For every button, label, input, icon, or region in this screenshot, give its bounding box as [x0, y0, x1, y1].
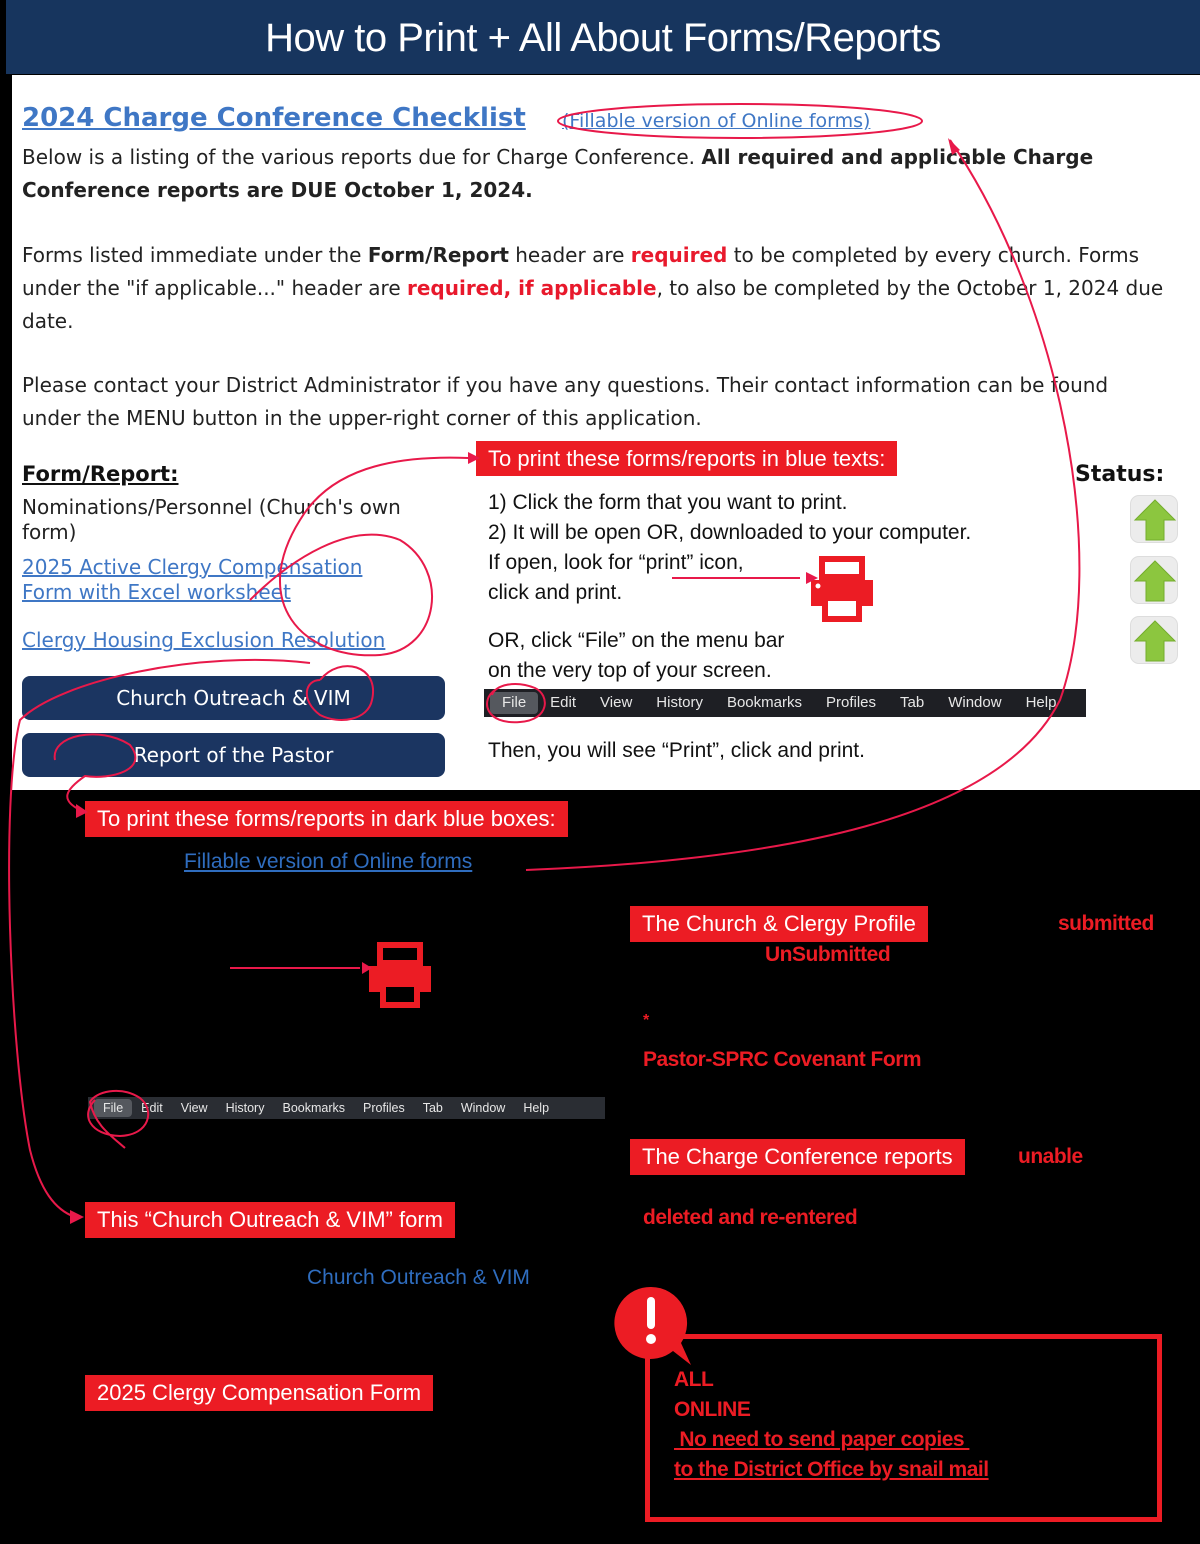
status-upload-icon[interactable]: [1130, 616, 1178, 664]
required-label: required: [630, 243, 728, 267]
menu-window[interactable]: Window: [460, 1101, 506, 1115]
step-4b: on the very top of your screen.: [488, 659, 772, 682]
requirements-paragraph: Forms listed immediate under the Form/Re…: [22, 243, 1164, 333]
report-of-pastor-button[interactable]: Report of the Pastor: [22, 733, 445, 777]
menu-profiles[interactable]: Profiles: [825, 694, 877, 711]
menu-view[interactable]: View: [600, 694, 633, 711]
fillable-forms-link-bottom[interactable]: Fillable version of Online forms: [184, 850, 473, 873]
deleted-reentered-label: deleted and re-entered: [643, 1206, 858, 1229]
alert-line-online: ONLINE: [674, 1398, 751, 1421]
dark-box-instructions-tag: To print these forms/reports in dark blu…: [85, 801, 568, 837]
contact-paragraph: Please contact your District Administrat…: [22, 373, 1109, 430]
status-upload-icon[interactable]: [1130, 495, 1178, 543]
submitted-label: submitted: [1058, 912, 1154, 935]
exclamation-icon: [613, 1285, 693, 1371]
step-3b: click and print.: [488, 581, 623, 604]
printer-icon: [808, 556, 876, 626]
alert-line-all: ALL: [674, 1368, 714, 1391]
form-item-nominations: Nominations/Personnel (Church's own form…: [22, 495, 401, 544]
status-upload-icon[interactable]: [1130, 556, 1178, 604]
form-report-heading: Form/Report:: [22, 462, 179, 486]
menu-view[interactable]: View: [180, 1101, 208, 1115]
form-link-clergy-compensation[interactable]: 2025 Active Clergy Compensation Form wit…: [22, 555, 363, 604]
menu-tab[interactable]: Tab: [900, 694, 925, 711]
unsubmitted-label: UnSubmitted: [765, 943, 891, 966]
form-link-housing-exclusion[interactable]: Clergy Housing Exclusion Resolution: [22, 628, 386, 652]
alert-line-no-paper: No need to send paper copies: [674, 1428, 970, 1451]
menu-help[interactable]: Help: [523, 1101, 550, 1115]
required-if-applicable-label: required, if applicable: [406, 276, 657, 300]
asterisk-note: *: [643, 1012, 649, 1029]
page-banner: How to Print + All About Forms/Reports: [6, 0, 1200, 74]
menu-window[interactable]: Window: [948, 694, 1002, 711]
step-3a: If open, look for “print” icon,: [488, 551, 744, 574]
menu-file[interactable]: File: [94, 1099, 133, 1117]
checklist-title-link[interactable]: 2024 Charge Conference Checklist: [22, 103, 526, 133]
church-outreach-vim-button[interactable]: Church Outreach & VIM: [22, 676, 445, 720]
status-heading: Status:: [1075, 462, 1165, 487]
step-5: Then, you will see “Print”, click and pr…: [488, 739, 865, 762]
menu-profiles[interactable]: Profiles: [363, 1101, 405, 1115]
charge-conference-reports-tag: The Charge Conference reports: [630, 1139, 965, 1175]
blue-text-instructions-tag: To print these forms/reports in blue tex…: [476, 441, 898, 476]
online-alert-box: [645, 1334, 1162, 1522]
fillable-forms-link[interactable]: (Fillable version of Online forms): [562, 110, 871, 132]
menu-file[interactable]: File: [490, 692, 539, 714]
menu-history[interactable]: History: [225, 1101, 265, 1115]
church-outreach-vim-link[interactable]: Church Outreach & VIM: [307, 1266, 530, 1289]
vim-form-tag: This “Church Outreach & VIM” form: [85, 1202, 455, 1238]
step-1: 1) Click the form that you want to print…: [488, 491, 848, 514]
menu-bookmarks[interactable]: Bookmarks: [726, 694, 802, 711]
clergy-compensation-tag: 2025 Clergy Compensation Form: [85, 1375, 434, 1411]
menu-bookmarks[interactable]: Bookmarks: [282, 1101, 346, 1115]
step-2: 2) It will be open OR, downloaded to you…: [488, 521, 972, 544]
menu-tab[interactable]: Tab: [422, 1101, 443, 1115]
printer-icon: [366, 942, 434, 1012]
alert-line-district-office: to the District Office by snail mail: [674, 1458, 989, 1481]
menu-edit[interactable]: Edit: [141, 1101, 163, 1115]
browser-menubar: File Edit View History Bookmarks Profile…: [484, 689, 1086, 717]
menu-edit[interactable]: Edit: [550, 694, 577, 711]
menu-help[interactable]: Help: [1025, 694, 1057, 711]
church-clergy-profile-tag: The Church & Clergy Profile: [630, 906, 928, 942]
unable-label: unable: [1018, 1145, 1083, 1168]
step-4a: OR, click “File” on the menu bar: [488, 629, 785, 652]
covenant-form-label: Pastor-SPRC Covenant Form: [643, 1048, 922, 1071]
intro-paragraph: Below is a listing of the various report…: [22, 145, 1094, 202]
browser-menubar-small: File Edit View History Bookmarks Profile…: [88, 1097, 605, 1119]
menu-history[interactable]: History: [656, 694, 703, 711]
